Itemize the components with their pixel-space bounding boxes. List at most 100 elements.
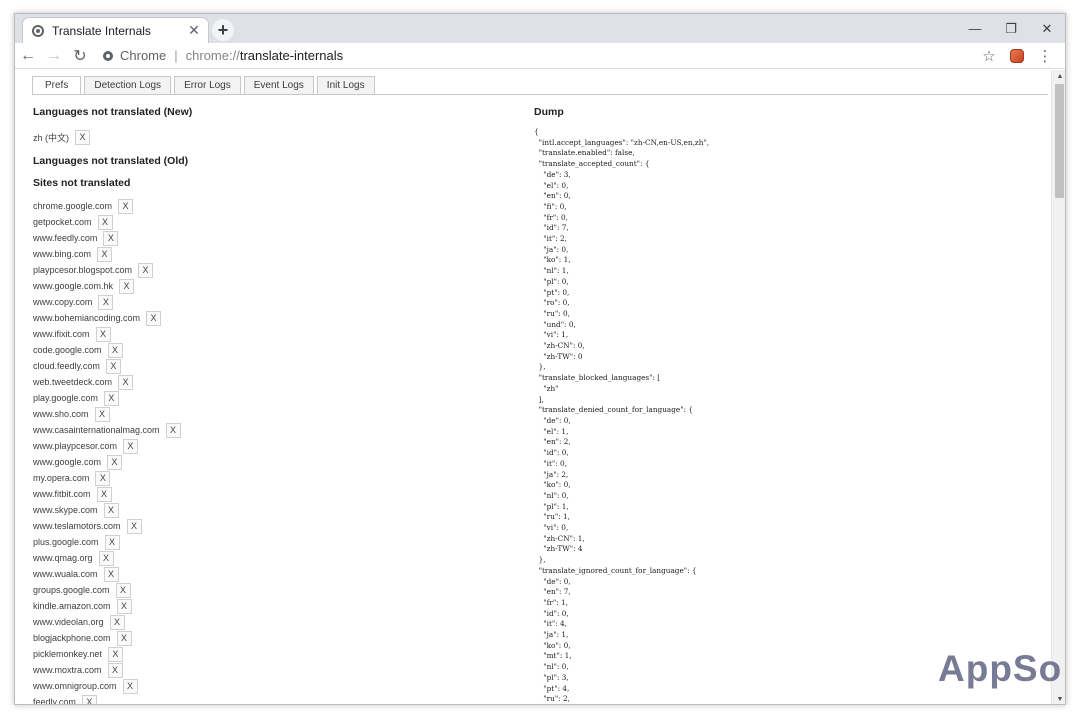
remove-site-button[interactable]: X <box>116 630 132 646</box>
page-scrollbar[interactable]: ▲ ▼ <box>1051 70 1065 704</box>
tab-strip: Translate Internals ✕ + — ❐ ✕ <box>15 14 1065 43</box>
extension-icon[interactable] <box>1003 44 1031 68</box>
scroll-down-icon[interactable]: ▼ <box>1056 696 1064 703</box>
remove-site-button[interactable]: X <box>107 454 123 470</box>
remove-site-button[interactable]: X <box>122 678 138 694</box>
site-label: cloud.feedly.com <box>33 361 100 371</box>
site-label: playpcesor.blogspot.com <box>33 265 133 275</box>
address-bar[interactable]: Chrome | chrome:// translate-internals <box>93 44 975 68</box>
site-label: www.ifixit.com <box>33 329 90 339</box>
remove-site-button[interactable]: X <box>95 326 111 342</box>
chrome-site-icon <box>103 50 113 61</box>
remove-site-button[interactable]: X <box>126 518 142 534</box>
remove-site-button[interactable]: X <box>165 422 181 438</box>
languages-old-heading: Languages not translated (Old) <box>33 155 189 167</box>
forward-icon[interactable]: → <box>46 46 62 64</box>
remove-site-button[interactable]: X <box>103 502 119 518</box>
site-label: www.omnigroup.com <box>33 681 117 691</box>
site-row: www.skype.com X <box>33 502 513 518</box>
remove-site-button[interactable]: X <box>107 646 123 662</box>
tab-init-logs[interactable]: Init Logs <box>316 76 375 94</box>
close-window-icon[interactable]: ✕ <box>1041 20 1053 36</box>
remove-site-button[interactable]: X <box>95 470 111 486</box>
minimize-icon[interactable]: — <box>968 21 982 36</box>
page-content: Prefs Detection Logs Error Logs Event Lo… <box>15 70 1051 704</box>
site-label: blogjackphone.com <box>33 633 111 643</box>
remove-site-button[interactable]: X <box>81 694 97 704</box>
site-row: www.google.com X <box>33 454 513 470</box>
site-label: kindle.amazon.com <box>33 601 111 611</box>
back-icon[interactable]: ← <box>20 46 36 64</box>
remove-site-button[interactable]: X <box>119 278 135 294</box>
remove-site-button[interactable]: X <box>97 246 113 262</box>
site-row: kindle.amazon.com X <box>33 598 513 614</box>
menu-kebab-icon[interactable]: ⋮ <box>1037 47 1053 65</box>
site-label: groups.google.com <box>33 585 110 595</box>
remove-site-button[interactable]: X <box>107 662 123 678</box>
tab-event-logs[interactable]: Event Logs <box>243 76 314 94</box>
prefs-panel: Languages not translated (New) zh (中文) X… <box>33 106 513 704</box>
toolbar-actions: ☆ ⋮ <box>975 44 1065 68</box>
site-label: www.google.com <box>33 457 102 467</box>
remove-site-button[interactable]: X <box>104 534 120 550</box>
remove-site-button[interactable]: X <box>103 390 119 406</box>
remove-site-button[interactable]: X <box>109 614 125 630</box>
omnibox-site-label: Chrome <box>120 48 167 63</box>
remove-site-button[interactable]: X <box>98 294 114 310</box>
site-label: www.videolan.org <box>33 617 104 627</box>
site-row: www.bing.com X <box>33 246 513 262</box>
remove-site-button[interactable]: X <box>96 486 112 502</box>
site-label: www.bing.com <box>33 249 92 259</box>
remove-site-button[interactable]: X <box>97 214 113 230</box>
site-label: www.google.com.hk <box>33 281 114 291</box>
tab-prefs[interactable]: Prefs <box>32 76 82 94</box>
languages-new-heading: Languages not translated (New) <box>33 106 193 118</box>
tab-detection-logs[interactable]: Detection Logs <box>84 76 172 94</box>
browser-tab-translate-internals[interactable]: Translate Internals ✕ <box>22 17 209 43</box>
remove-site-button[interactable]: X <box>98 550 114 566</box>
remove-language-button[interactable]: X <box>75 129 91 145</box>
restore-icon[interactable]: ❐ <box>1005 20 1017 36</box>
close-tab-icon[interactable]: ✕ <box>188 22 200 38</box>
remove-site-button[interactable]: X <box>103 230 119 246</box>
remove-site-button[interactable]: X <box>138 262 154 278</box>
appso-watermark: AppSo <box>938 648 1063 689</box>
scrollbar-thumb[interactable] <box>1055 84 1064 198</box>
remove-site-button[interactable]: X <box>118 374 134 390</box>
tab-title: Translate Internals <box>52 23 151 38</box>
remove-site-button[interactable]: X <box>116 598 132 614</box>
scroll-up-icon[interactable]: ▲ <box>1056 73 1064 80</box>
remove-site-button[interactable]: X <box>146 310 162 326</box>
site-row: blogjackphone.com X <box>33 630 513 646</box>
browser-window: Translate Internals ✕ + — ❐ ✕ ← → ↻ Chro… <box>14 13 1066 705</box>
reload-icon[interactable]: ↻ <box>73 47 87 65</box>
site-label: code.google.com <box>33 345 102 355</box>
remove-site-button[interactable]: X <box>103 566 119 582</box>
remove-site-button[interactable]: X <box>118 198 134 214</box>
site-row: www.omnigroup.com X <box>33 678 513 694</box>
remove-site-button[interactable]: X <box>105 358 121 374</box>
window-controls: — ❐ ✕ <box>957 14 1065 43</box>
bookmark-star-icon[interactable]: ☆ <box>982 47 996 65</box>
internals-tab-bar: Prefs Detection Logs Error Logs Event Lo… <box>32 76 378 94</box>
remove-site-button[interactable]: X <box>94 406 110 422</box>
new-tab-button[interactable]: + <box>212 19 234 41</box>
tab-error-logs[interactable]: Error Logs <box>174 76 241 94</box>
site-label: www.skype.com <box>33 505 98 515</box>
remove-site-button[interactable]: X <box>123 438 139 454</box>
remove-site-button[interactable]: X <box>115 582 131 598</box>
remove-site-button[interactable]: X <box>107 342 123 358</box>
